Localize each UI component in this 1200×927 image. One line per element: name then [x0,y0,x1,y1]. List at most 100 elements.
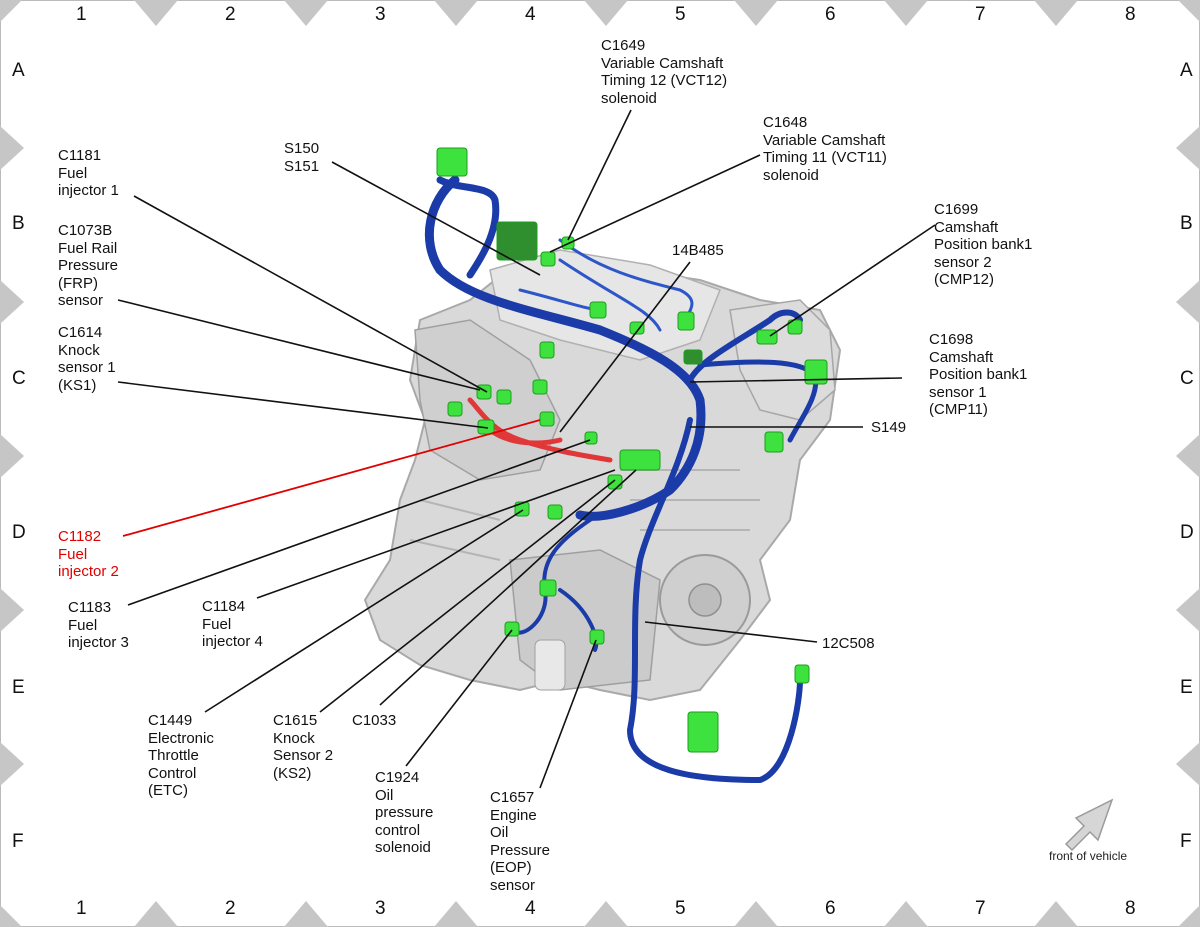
grid-marker-top [884,0,928,26]
connector-c1449 [619,449,661,471]
grid-marker-top [584,0,628,26]
connector-c1699 [756,329,778,345]
grid-marker-bottom [134,901,178,927]
leader-c1649 [567,109,632,241]
harness-main-trunk [424,175,706,521]
connector-c1698 [804,359,828,385]
grid-column-top-3: 3 [375,4,386,25]
connector-c1648 [540,251,556,267]
label-s149: S149 [871,419,907,436]
harness-down-branch [627,417,803,783]
leader-c1698 [689,377,903,383]
grid-marker-right [1176,434,1200,478]
label-c1614: C1614 Knock sensor 1 (KS1) [58,324,116,394]
leader-14b485 [559,261,691,433]
grid-row-right-C: C [1180,368,1194,389]
leader-lines [117,109,936,789]
grid-marker-left [0,742,24,786]
connector-c1657 [589,629,605,645]
leader-s150 [331,161,541,276]
grid-marker-top [1034,0,1078,26]
grid-row-right-A: A [1180,60,1193,81]
grid-marker-bottom [1034,901,1078,927]
grid-marker-right [1176,588,1200,632]
connector-top-left [436,147,468,177]
label-c1181: C1181 Fuel injector 1 [58,147,119,199]
grid-column-top-4: 4 [525,4,536,25]
grid-column-bottom-4: 4 [525,898,536,919]
connector-top-right [677,311,695,331]
grid-column-bottom-1: 1 [76,898,87,919]
connector-c1924 [504,621,520,637]
grid-row-right-E: E [1180,677,1193,698]
grid-column-bottom-8: 8 [1125,898,1136,919]
grid-marker-right [1176,280,1200,324]
harness-fuel-branch-red [467,397,613,463]
grid-marker-top [284,0,328,26]
grid-marker-bottom [884,901,928,927]
connector-mid-lower [547,504,563,520]
grid-column-top-2: 2 [225,4,236,25]
label-s150-s151: S150 S151 [284,140,320,175]
harness-top-loop [436,176,500,279]
grid-row-left-A: A [12,60,25,81]
leader-c1449 [204,509,524,713]
label-14b485: 14B485 [672,242,724,259]
label-c1649: C1649 Variable Camshaft Timing 12 (VCT12… [601,37,728,107]
connector-cam-lower [764,431,784,453]
leader-c1182 [122,419,541,537]
label-c1449: C1449 Electronic Throttle Control (ETC) [148,712,214,799]
grid-column-bottom-6: 6 [825,898,836,919]
grid-row-left-B: B [12,213,25,234]
label-c1615: C1615 Knock Sensor 2 (KS2) [273,712,334,782]
grid-column-bottom-2: 2 [225,898,236,919]
connector-c1182 [539,411,555,427]
leader-c1181 [133,195,488,393]
label-c1183: C1183 Fuel injector 3 [68,599,129,651]
connector-c1183 [584,431,598,445]
grid-marker-corner [0,905,22,927]
connector-mid-left [532,379,548,395]
label-12c508: 12C508 [822,635,875,652]
leader-c1183 [127,439,591,606]
label-c1698: C1698 Camshaft Position bank1 sensor 1 (… [929,331,1028,418]
label-c1699: C1699 Camshaft Position bank1 sensor 2 (… [934,201,1033,288]
connector-left [447,401,463,417]
grid-marker-top [134,0,178,26]
grid-column-top-1: 1 [76,4,87,25]
grid-row-right-B: B [1180,213,1193,234]
grid-column-top-7: 7 [975,4,986,25]
grid-column-bottom-5: 5 [675,898,686,919]
leader-c1648 [549,154,761,253]
grid-column-top-5: 5 [675,4,686,25]
grid-row-left-E: E [12,677,25,698]
connector-large-dark [496,221,538,261]
grid-marker-right [1176,126,1200,170]
grid-marker-top [434,0,478,26]
label-c1182: C1182 Fuel injector 2 [58,528,119,580]
label-c1648: C1648 Variable Camshaft Timing 11 (VCT11… [763,114,887,184]
grid-marker-corner [1178,0,1200,22]
leader-c1924 [405,629,513,767]
grid-marker-bottom [734,901,778,927]
connector-dark-green [683,349,703,365]
connector-bottom-large [687,711,719,753]
flywheel-hub [688,583,722,617]
connector-right-end [794,664,810,684]
grid-marker-left [0,126,24,170]
leader-c1657 [539,639,597,789]
connector-c1184 [607,474,623,490]
leader-c1614 [117,381,489,429]
connector-c1073b [496,389,512,405]
grid-marker-top [734,0,778,26]
grid-row-right-D: D [1180,522,1194,543]
oil-filter [534,639,566,691]
grid-column-top-6: 6 [825,4,836,25]
grid-marker-corner [0,0,22,22]
label-c1184: C1184 Fuel injector 4 [202,598,263,650]
grid-column-top-8: 8 [1125,4,1136,25]
grid-row-right-F: F [1180,831,1192,852]
connector-top-mid2 [629,321,645,335]
leader-c1033 [379,469,637,706]
label-c1073b: C1073B Fuel Rail Pressure (FRP) sensor [58,222,119,309]
